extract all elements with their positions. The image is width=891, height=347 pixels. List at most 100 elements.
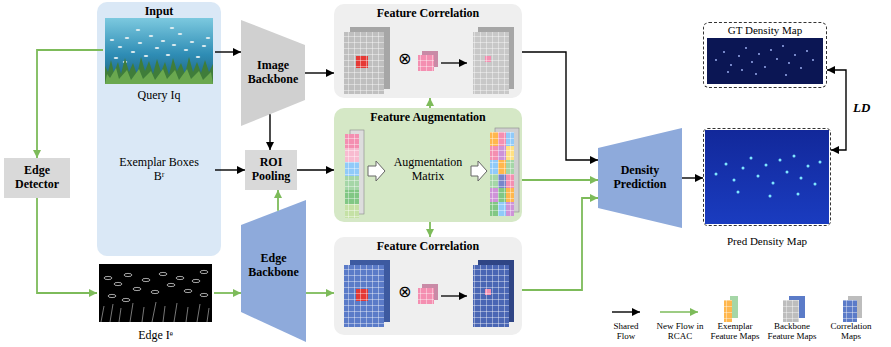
input-label: Exemplar Boxes Bʳ: [113, 156, 205, 184]
image-caption: Query Iq: [138, 89, 181, 103]
pred-density-image: [704, 129, 831, 226]
gt-density-image: [776, 58, 778, 60]
augmentation-illustration: [506, 132, 514, 146]
connector: [305, 72, 334, 73]
node-label: Image Backbone: [244, 59, 302, 87]
edge-photo: [124, 273, 132, 276]
node-label: ROI Pooling: [247, 156, 295, 184]
edge-photo: [200, 270, 208, 273]
legend-text: Backbone Feature Maps: [766, 322, 818, 342]
query-photo: [202, 45, 207, 47]
pred-density-image: [765, 164, 768, 167]
correlation-illustration: [478, 260, 514, 322]
legend-samples: [783, 300, 799, 322]
augmentation-panel: Feature AugmentationAugmentation Matrix: [334, 108, 522, 222]
pred-density-image: [733, 179, 736, 182]
query-image: Query Iq: [103, 18, 215, 104]
augmentation-illustration: [490, 202, 498, 216]
legend-samples: [612, 311, 640, 312]
edge-photo: [184, 289, 192, 292]
gt-density-image: [806, 50, 808, 52]
matrix-label: Augmentation Matrix: [388, 152, 468, 188]
correlation-illustration: [473, 265, 509, 327]
pred-density-image: [750, 157, 753, 160]
pred-density-image: [814, 183, 817, 186]
augmentation-illustration: [506, 160, 514, 174]
gt-density-image: [764, 66, 766, 68]
legend-samples: [789, 296, 805, 318]
augmentation-illustration: [345, 128, 519, 218]
node-label: Augmentation Matrix: [388, 156, 468, 184]
gt-density-image: [707, 38, 823, 84]
query-photo: [190, 41, 195, 43]
pred-map: Pred Density Map: [703, 128, 831, 248]
gt-density-image: [741, 69, 743, 71]
legend-samples: [730, 296, 738, 318]
gt-density-image: [727, 71, 729, 73]
correlation-illustration: [356, 56, 368, 68]
connector: [429, 222, 431, 237]
connector: [827, 70, 846, 150]
pred-density-image: [800, 177, 803, 180]
augmentation-illustration: [345, 204, 359, 218]
map-caption: Pred Density Map: [727, 235, 807, 248]
query-photo: [161, 40, 166, 42]
correlation-illustration: [356, 289, 368, 301]
augmentation-illustration: [498, 174, 506, 188]
augmentation-illustration: [490, 160, 498, 174]
augmentation-illustration: [345, 162, 359, 176]
correlation-illustration: [418, 55, 434, 71]
correlation-panel: Feature Correlation: [334, 237, 522, 335]
connector: [215, 51, 241, 52]
connector: [214, 292, 241, 294]
backbone-trapezoid: Edge Backbone: [241, 200, 306, 342]
query-photo: [105, 18, 213, 84]
gt-density-image: [715, 59, 717, 61]
query-photo: [172, 44, 177, 46]
edge-photo: [104, 270, 208, 301]
query-photo: [110, 39, 115, 41]
correlation-illustration: [485, 56, 491, 62]
pred-density-image: [819, 161, 822, 164]
gt-density-image: [755, 73, 757, 75]
pred-density-image: [725, 163, 728, 166]
gt-map: GT Density Map: [703, 22, 827, 88]
gt-density-image: [788, 62, 790, 64]
augmentation-illustration: [506, 202, 514, 216]
gt-density-image: [800, 67, 802, 69]
query-photo: [125, 37, 130, 39]
augmentation-illustration: [506, 188, 514, 202]
augmentation-illustration: [490, 132, 514, 216]
gt-density-image: [730, 64, 732, 66]
correlation-illustration: [473, 265, 509, 327]
correlation-illustration: [344, 265, 384, 327]
legend-text: Shared Flow: [605, 322, 647, 342]
pred-density-image: [797, 193, 800, 196]
gt-density-image: [785, 74, 787, 76]
query-photo: [149, 35, 154, 37]
augmentation-illustration: [368, 161, 385, 181]
legend-samples: [612, 296, 862, 322]
query-photo: [114, 57, 119, 59]
gt-density-image: [782, 45, 784, 47]
augmentation-illustration: [495, 128, 519, 212]
augmentation-illustration: [345, 134, 359, 148]
query-photo: [196, 56, 201, 58]
gt-density-image: [723, 51, 725, 53]
correlation-illustration: [344, 32, 384, 94]
connector: [682, 177, 703, 178]
augmentation-illustration: [506, 146, 514, 160]
edge-photo: [200, 293, 208, 296]
correlation-illustration: [344, 27, 514, 94]
augmentation-illustration: [345, 148, 359, 162]
loss-label: LD: [852, 101, 871, 115]
edge-photo: [114, 282, 122, 285]
edge-photo: [99, 264, 212, 322]
pred-density-image: [705, 130, 829, 224]
backbone-trapezoid: Image Backbone: [241, 20, 305, 126]
query-photo: [105, 57, 213, 84]
correlation-illustration: [422, 51, 438, 67]
edge-photo: [122, 298, 130, 301]
